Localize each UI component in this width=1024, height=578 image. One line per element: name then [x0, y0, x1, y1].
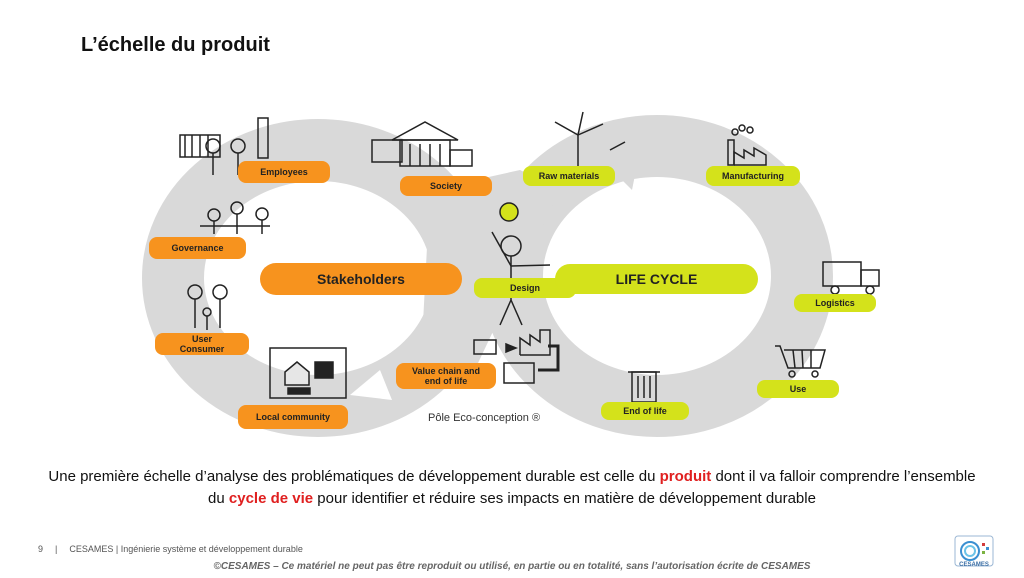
society-label: Society	[400, 176, 492, 196]
manufacturing-label: Manufacturing	[706, 166, 800, 186]
use-label: Use	[757, 380, 839, 398]
page-title: L’échelle du produit	[81, 34, 270, 56]
caption: Une première échelle d’analyse des probl…	[40, 466, 984, 510]
society-sketch-icon	[371, 121, 473, 167]
loop-crossing	[420, 170, 560, 380]
cesames-logo-icon	[954, 535, 994, 567]
end-of-life-label: End of life	[601, 402, 689, 420]
value-chain-sketch-icon	[473, 329, 560, 384]
caption-part2: dont il va falloir comprendre l’ensemble…	[208, 468, 976, 507]
employees-label: Employees	[238, 161, 330, 183]
design-figure-sketch-icon	[491, 202, 551, 326]
footer: 9 | CESAMES | Ingénierie système et dévelo…	[38, 544, 303, 554]
loop-arrow-bottom	[350, 370, 392, 400]
life-cycle-center-label: LIFE CYCLE	[555, 264, 758, 294]
caption-part3: pour identifier et réduire ses impacts e…	[313, 490, 816, 507]
footer-separator: |	[55, 544, 58, 554]
caption-highlight-lifecycle: cycle de vie	[228, 490, 314, 507]
user-consumer-label: User Consumer	[155, 333, 249, 355]
stakeholders-lifecycle-diagram	[142, 111, 880, 437]
diagram-credit: Pôle Eco-conception ®	[428, 412, 541, 424]
design-label: Design	[474, 278, 576, 298]
loop-arrow-top	[610, 150, 640, 190]
value-chain-label: Value chain and end of life	[396, 363, 496, 389]
local-community-label: Local community	[238, 405, 348, 429]
user-consumer-sketch-icon	[187, 284, 228, 330]
raw-materials-sketch-icon	[554, 111, 626, 168]
governance-label: Governance	[149, 237, 246, 259]
raw-materials-label: Raw materials	[523, 166, 615, 186]
caption-highlight-product: produit	[659, 468, 712, 485]
local-community-sketch-icon	[269, 347, 347, 399]
stakeholders-center-label: Stakeholders	[260, 263, 462, 295]
manufacturing-sketch-icon	[727, 124, 767, 166]
governance-sketch-icon	[200, 201, 270, 234]
employees-sketch-icon	[179, 117, 269, 175]
logo-text: CESAMES	[959, 562, 989, 568]
caption-part1: Une première échelle d’analyse des probl…	[48, 468, 660, 485]
logistics-label: Logistics	[794, 294, 876, 312]
end-of-life-bin-sketch-icon	[628, 371, 660, 403]
footer-text: CESAMES | Ingénierie système et développ…	[69, 544, 303, 554]
copyright-notice: ©CESAMES – Ce matériel ne peut pas être …	[213, 561, 811, 572]
use-cart-sketch-icon	[775, 345, 826, 378]
page-number: 9	[38, 544, 44, 554]
